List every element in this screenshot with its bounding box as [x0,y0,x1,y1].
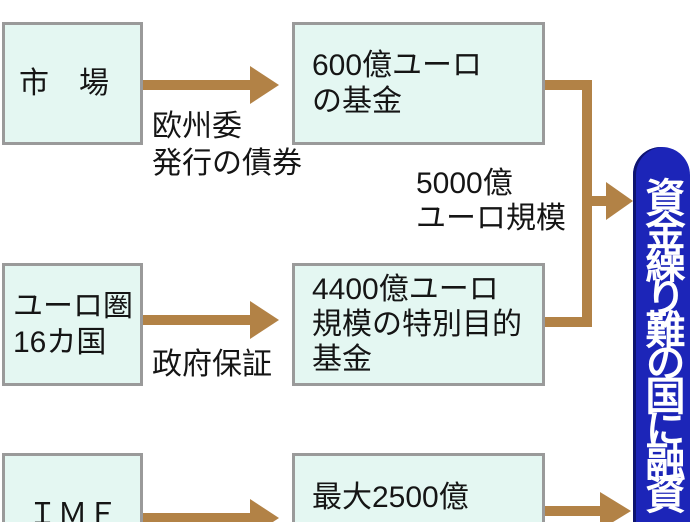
arrow-loan-to-bar-head-icon [600,492,631,522]
box-loan-line1: 最大2500億 [312,481,469,514]
arrow-eurozone-to-spv-shaft [143,315,251,325]
arrow-imf-to-loan-head-icon [250,499,279,522]
box-spv-line2: 規模の特別目的 [312,308,522,341]
box-imf: ＩＭＦ [2,453,143,522]
connector-vertical [582,80,592,327]
label-ec-issued-bonds-line2: 発行の債券 [152,147,302,180]
arrow-market-to-fund-shaft [143,80,251,90]
connector-spv-horizontal [545,317,592,327]
box-imf-label: ＩＭＦ [27,497,118,522]
lending-bar-text: 資金繰り難の国に融資 [639,177,684,507]
box-spv-line1: 4400億ユーロ [312,273,499,306]
label-ec-issued-bonds: 欧州委 発行の債券 [152,108,302,182]
arrow-imf-to-loan-shaft [143,513,251,522]
box-eurozone-line2: 16カ国 [13,325,107,359]
arrow-funds-to-bar-head-icon [606,182,633,220]
label-500b-euro-scale: 5000億 ユーロ規模 [416,166,566,236]
label-ec-issued-bonds-line1: 欧州委 [152,110,242,143]
box-spv-line3: 基金 [312,343,372,376]
lending-bar: 資金繰り難の国に融資 [633,147,690,522]
label-government-guarantee-line1: 政府保証 [152,348,272,381]
box-market-label: 市 場 [19,66,109,100]
arrow-market-to-fund-head-icon [250,66,279,104]
connector-fund-horizontal [545,80,592,90]
box-fund-600b-euro: 600億ユーロ の基金 [292,22,545,145]
label-500b-euro-scale-line1: 5000億 [416,167,513,200]
arrow-loan-to-bar-shaft [545,506,603,516]
arrow-eurozone-to-spv-head-icon [250,301,279,339]
box-eurozone-line1: ユーロ圏 [13,289,133,323]
box-fund-line1: 600億ユーロ [312,48,483,82]
arrow-funds-to-bar-shaft [592,196,607,206]
box-fund-line2: の基金 [312,84,402,118]
label-government-guarantee: 政府保証 [152,347,272,383]
box-eurozone-16-countries: ユーロ圏 16カ国 [2,263,143,386]
box-spv-440b-euro: 4400億ユーロ 規模の特別目的 基金 [292,263,545,386]
box-loan-max-250b: 最大2500億 [292,453,545,522]
box-market: 市 場 [2,22,143,145]
label-500b-euro-scale-line2: ユーロ規模 [416,202,566,235]
